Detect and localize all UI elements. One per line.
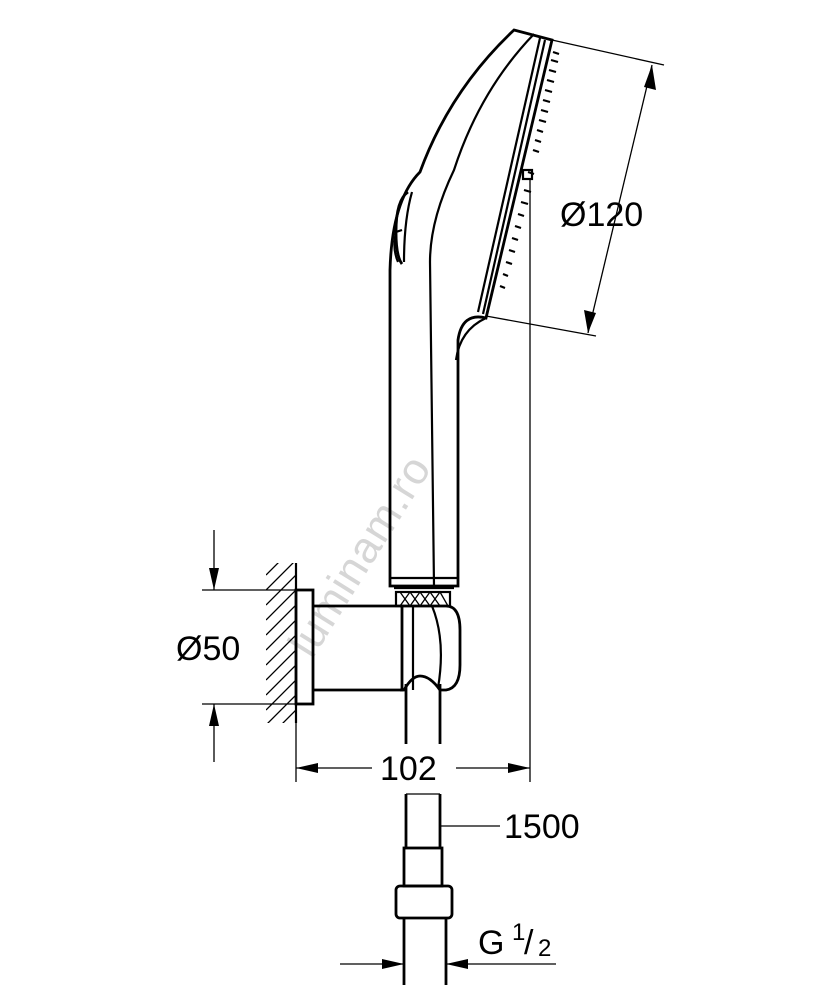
dimension-projection: 102 (295, 723, 530, 788)
handle-connector (394, 590, 452, 608)
dim-hose-length-label: 1500 (504, 808, 580, 846)
dim-head-diameter-label: Ø120 (560, 196, 643, 234)
dimension-hose-length: 1500 (440, 808, 580, 846)
wall-bracket (266, 563, 462, 744)
dim-thread-denominator: 2 (538, 935, 551, 962)
hand-shower (388, 28, 560, 608)
dim-bracket-diameter-label: Ø50 (176, 630, 240, 668)
dimension-thread: G 1 / 2 (340, 919, 556, 969)
dim-thread-letter: G (478, 924, 504, 962)
dim-projection-label: 102 (380, 750, 437, 788)
dim-thread-slash: / (524, 924, 534, 962)
dim-thread-numerator: 1 (512, 919, 525, 946)
spray-selector-button (393, 190, 414, 265)
watermark: luminam.ro (279, 446, 441, 665)
dimension-head-diameter: Ø120 (485, 39, 665, 337)
hose (394, 793, 454, 985)
dimension-bracket-diameter: Ø50 (176, 530, 296, 762)
spray-face (499, 50, 560, 290)
